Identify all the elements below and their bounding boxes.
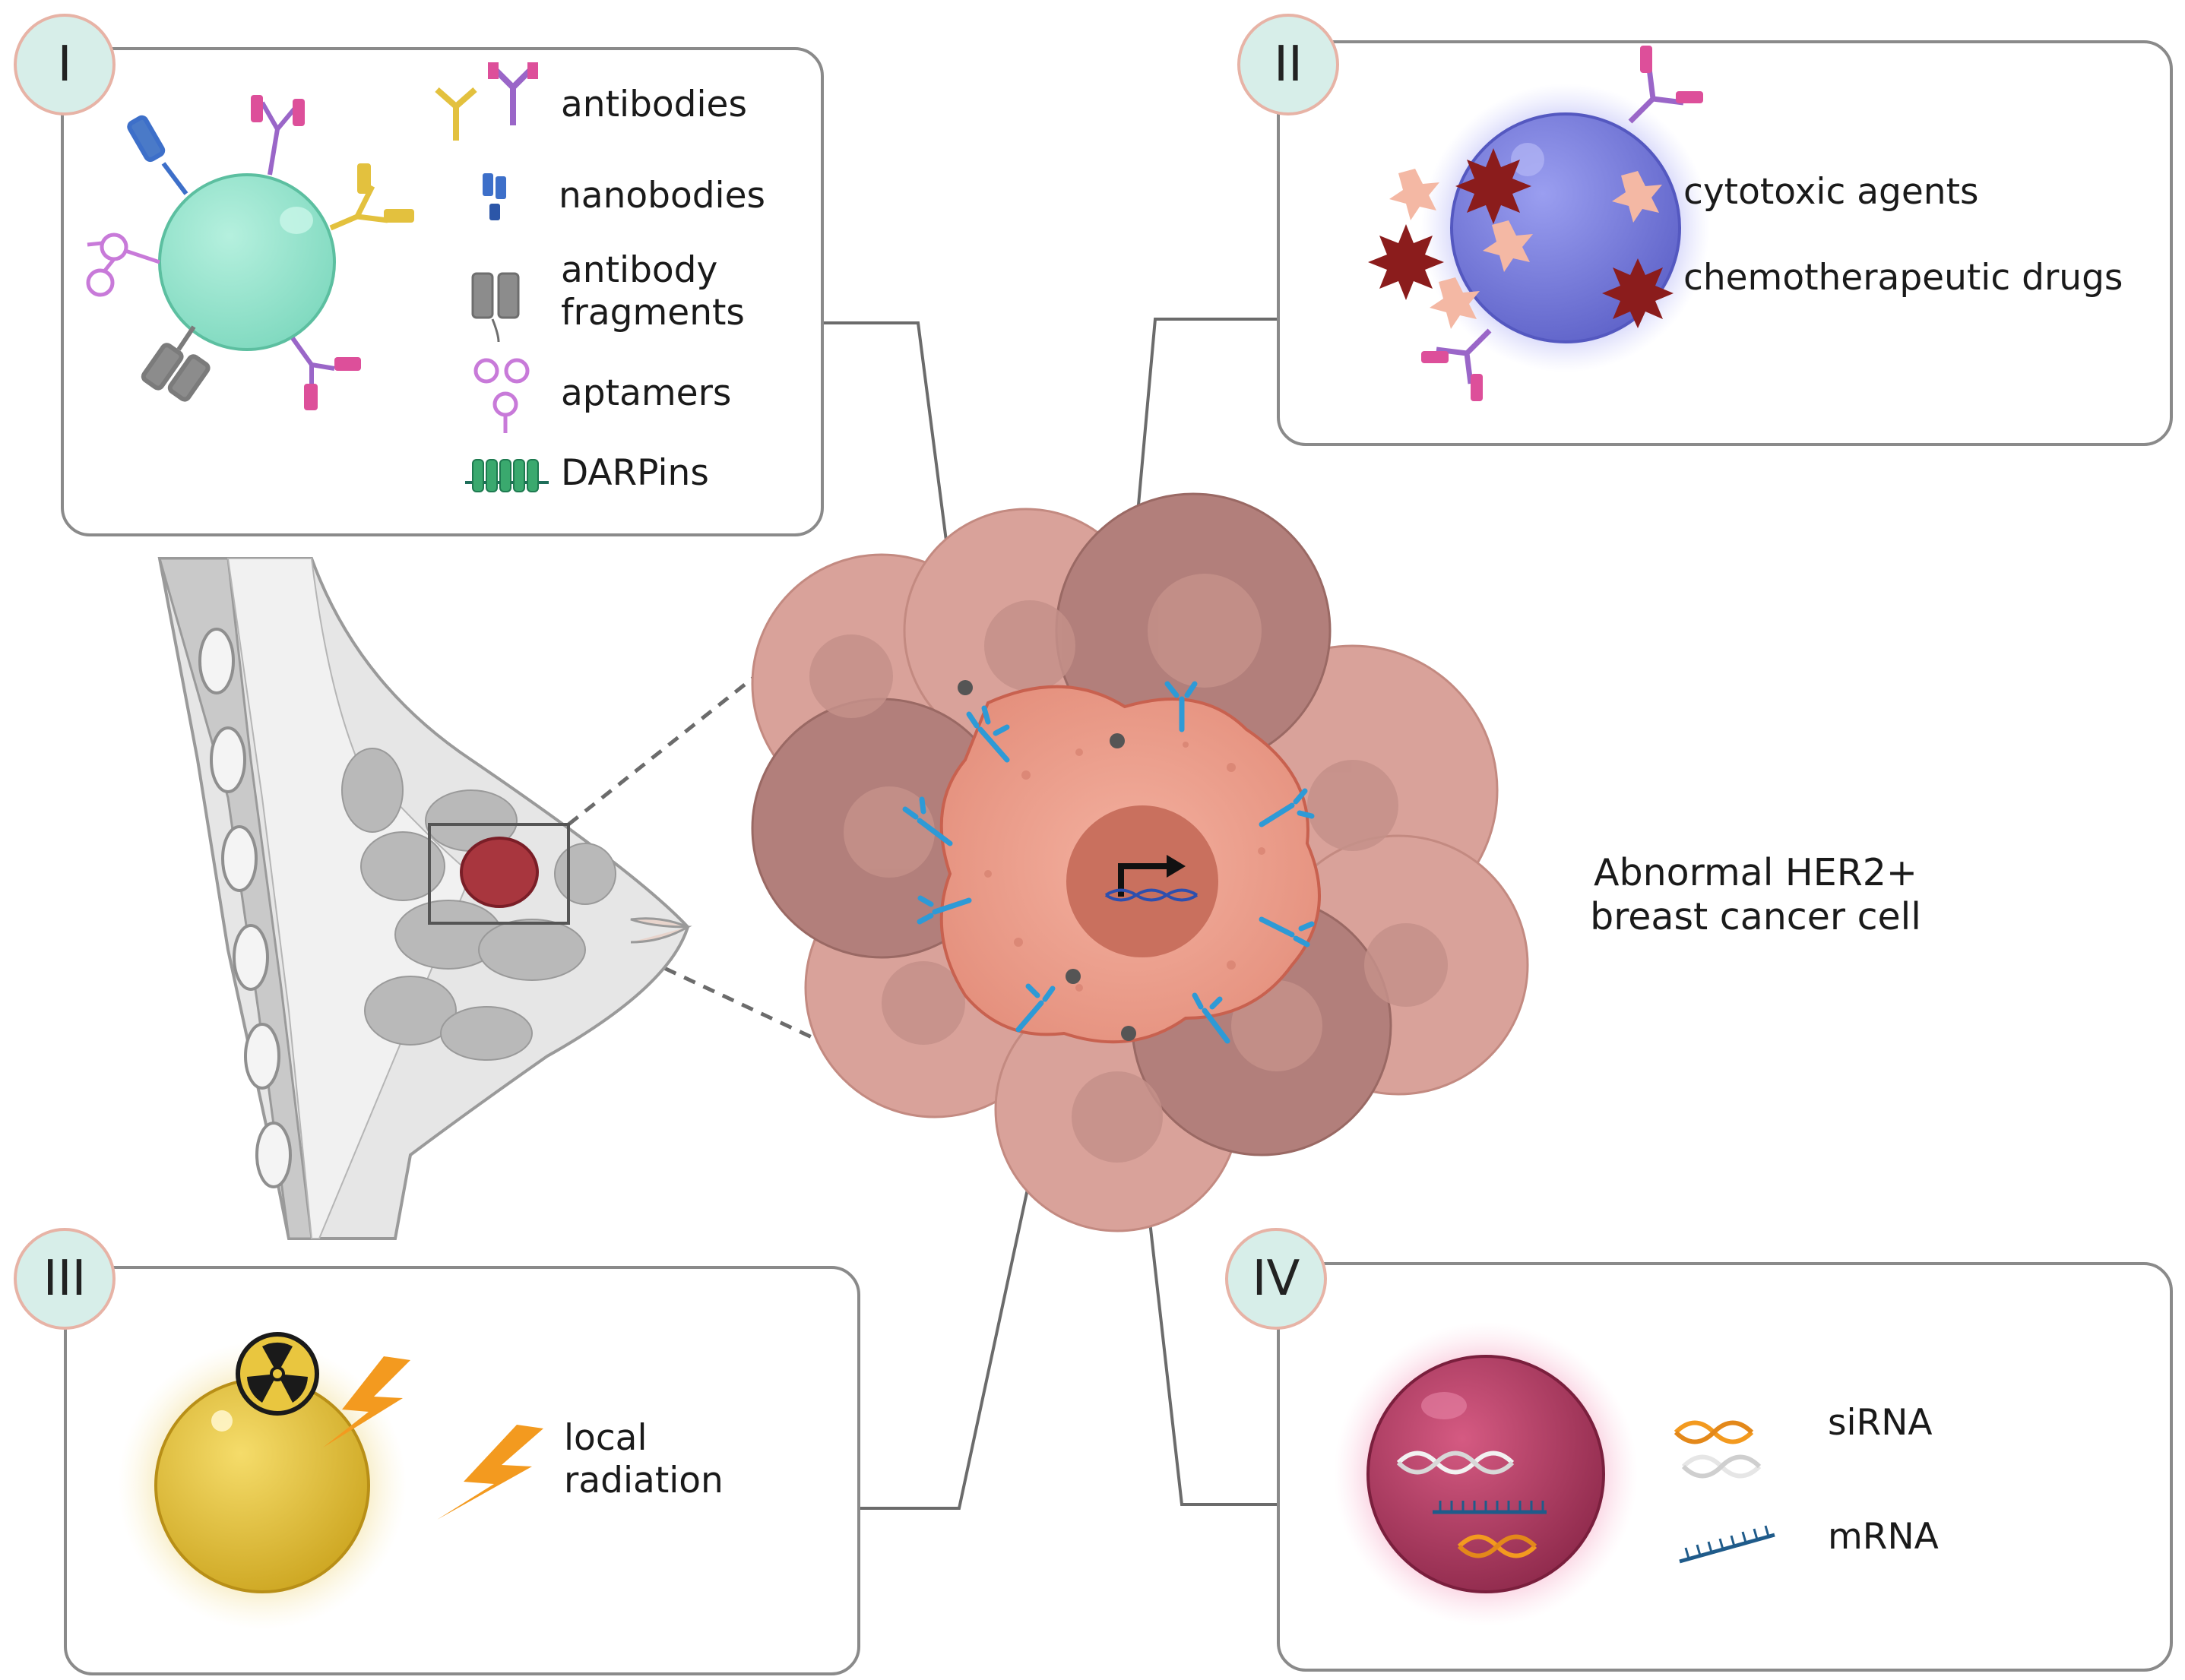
antibodies-label: antibodies <box>561 84 747 125</box>
panel-I-frame <box>61 47 824 536</box>
cytotoxic-agent-legend-icon <box>1612 171 1662 223</box>
darpin-icon <box>465 459 549 492</box>
antibody-fragments-label: antibody fragments <box>561 249 745 334</box>
antibody-fragment-icon <box>471 272 520 343</box>
aptamers-label: aptamers <box>561 372 732 414</box>
mrna-icon <box>1679 1525 1775 1564</box>
lightning-icon <box>437 1425 543 1520</box>
nanobodies-label: nanobodies <box>559 175 766 217</box>
tumor-icon <box>460 837 539 908</box>
panel-IV-badge: IV <box>1225 1228 1327 1330</box>
nanobody-icon <box>483 173 506 220</box>
cytotoxic-star-icon-group <box>1389 169 1533 329</box>
panel-II <box>1277 40 2173 446</box>
panel-I-badge: I <box>14 14 116 115</box>
cancer-cell-cluster <box>751 492 1529 1232</box>
radiation-icon <box>236 1332 319 1416</box>
sirna-label: siRNA <box>1828 1402 1933 1444</box>
darpins-label: DARPins <box>561 452 709 494</box>
panel-III-badge: III <box>14 1228 116 1330</box>
panel-III <box>64 1266 860 1675</box>
gene-arrow-icon <box>1118 863 1167 897</box>
her2-receptor-icons <box>902 681 1315 1044</box>
antibody-icon <box>435 62 538 141</box>
tumor-zoom-box <box>428 823 570 925</box>
chemo-drug-legend-icon <box>1602 258 1674 328</box>
nanoparticle-I-icon <box>86 95 414 410</box>
chemotherapeutic-drugs-label: chemotherapeutic drugs <box>1683 257 2123 299</box>
cell-nucleus <box>1066 805 1218 957</box>
panel-IV <box>1277 1262 2173 1672</box>
lightning-bolt-particle-icon <box>323 1356 410 1447</box>
breast-anatomy <box>157 557 692 1240</box>
aptamer-icon <box>473 358 530 433</box>
sirna-icon <box>1674 1420 1762 1479</box>
chemo-star-icon-group <box>1368 148 1531 300</box>
panel-I <box>61 47 824 536</box>
nanoparticle-IV-icon <box>1366 1355 1605 1593</box>
panel-II-badge: II <box>1237 14 1339 115</box>
cancer-cell-label: Abnormal HER2+ breast cancer cell <box>1590 851 1921 938</box>
local-radiation-label: local radiation <box>564 1417 724 1501</box>
mrna-label: mRNA <box>1828 1516 1939 1558</box>
cytotoxic-agents-label: cytotoxic agents <box>1683 171 1979 213</box>
